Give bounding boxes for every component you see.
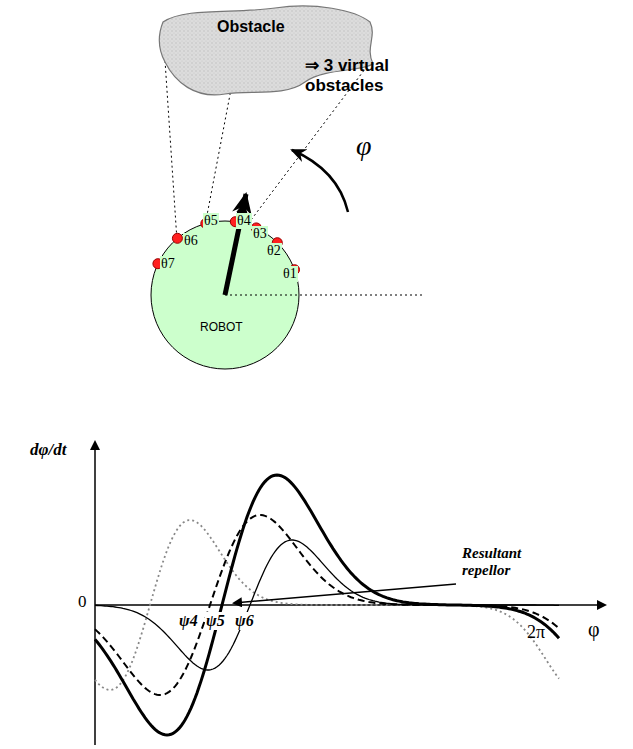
axis-label: dφ/dt [30, 440, 66, 460]
heading-symbol: φ [356, 130, 372, 162]
axis-tick: 2π [527, 622, 545, 643]
sensor-angle: θ5 [203, 213, 219, 229]
force-curves [95, 475, 559, 735]
sensor-angle: θ2 [266, 243, 282, 259]
sensor-angle: θ6 [183, 233, 199, 249]
y-axis [94, 442, 96, 745]
sight-line [206, 92, 231, 223]
curve-resultant [95, 475, 559, 735]
callout-text: Resultant repellor [462, 545, 562, 579]
repellor-label: ψ4 [178, 612, 199, 630]
annotation: ⇒ 3 virtual obstacles [305, 55, 440, 96]
axis-tick: 0 [78, 592, 87, 612]
node-label: ROBOT [200, 320, 243, 334]
sensor-angle: θ7 [160, 256, 176, 272]
sensor-angle: θ3 [252, 226, 268, 242]
axis-label: φ [588, 618, 600, 641]
leader-arrow [234, 584, 456, 603]
angle-arc [292, 150, 348, 212]
repellor-label: ψ6 [234, 612, 255, 630]
sensor-angle: θ1 [282, 266, 298, 282]
node-label: Obstacle [217, 18, 285, 36]
sensor-angle: θ4 [236, 213, 252, 229]
repellor-label: ψ5 [205, 612, 226, 630]
